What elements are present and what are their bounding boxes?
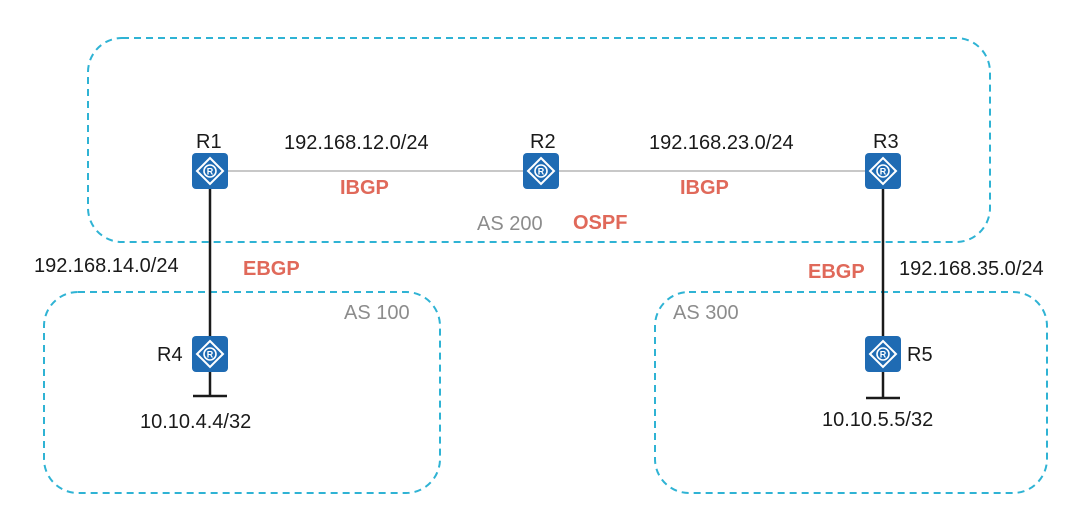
subnet-r3-r5-label: 192.168.35.0/24: [899, 258, 1044, 280]
router-r5-icon[interactable]: [864, 335, 902, 373]
subnet-r2-r3-label: 192.168.23.0/24: [649, 132, 794, 154]
as300-area: [654, 291, 1048, 494]
ebgp-r3-r5-label: EBGP: [808, 261, 865, 283]
subnet-r1-r4-label: 192.168.14.0/24: [34, 255, 179, 277]
loopback-r5-label: 10.10.5.5/32: [822, 409, 934, 431]
ospf-label: OSPF: [573, 212, 628, 234]
as200-label: AS 200: [477, 213, 543, 235]
as300-label: AS 300: [673, 302, 739, 324]
ebgp-r1-r4-label: EBGP: [243, 258, 300, 280]
router-r4-icon[interactable]: [191, 335, 229, 373]
loopback-r4-label: 10.10.4.4/32: [140, 411, 252, 433]
router-r3-label: R3: [873, 131, 899, 153]
router-r2-icon[interactable]: [522, 152, 560, 190]
as100-label: AS 100: [344, 302, 410, 324]
as100-area: [43, 291, 441, 494]
router-r3-icon[interactable]: [864, 152, 902, 190]
subnet-r1-r2-label: 192.168.12.0/24: [284, 132, 429, 154]
ibgp-r1-r2-label: IBGP: [340, 177, 389, 199]
router-r2-label: R2: [530, 131, 556, 153]
router-r4-label: R4: [157, 344, 183, 366]
ibgp-r2-r3-label: IBGP: [680, 177, 729, 199]
router-r1-label: R1: [196, 131, 222, 153]
as200-area: [87, 37, 991, 243]
router-r5-label: R5: [907, 344, 933, 366]
router-r1-icon[interactable]: [191, 152, 229, 190]
